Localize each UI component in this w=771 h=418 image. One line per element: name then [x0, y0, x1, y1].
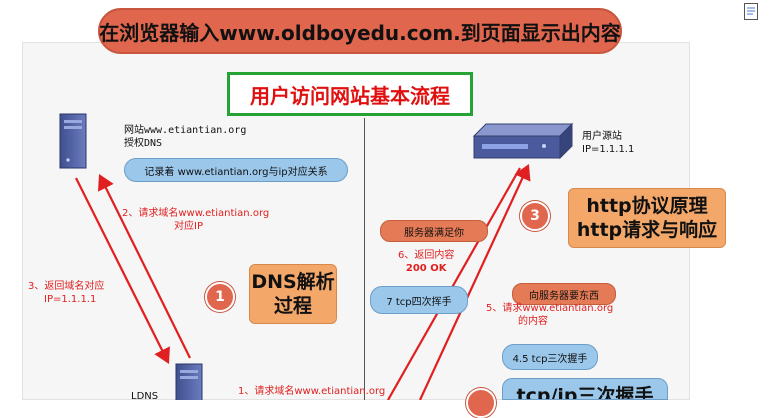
origin-label-line2: IP=1.1.1.1 [582, 144, 635, 155]
flow-arrows [75, 164, 531, 400]
step3-line1: 3、返回域名对应 [28, 281, 105, 292]
center-divider [364, 118, 365, 400]
dns-box-line2: 过程 [273, 295, 312, 317]
step6-line2: 200 OK [405, 263, 447, 274]
arrow-step6 [387, 167, 521, 400]
diagram-stage: 在浏览器输入www.oldboyedu.com.到页面显示出内容 用户访问网站基… [22, 3, 758, 418]
origin-label-line1: 用户源站 [582, 131, 622, 142]
step2-line2: 对应IP [174, 221, 203, 232]
http-box-line1: http协议原理 [586, 195, 708, 217]
step5-line2: 的内容 [518, 316, 548, 327]
dns-server-label-line2: 授权DNS [124, 138, 163, 149]
arrow-step3 [75, 177, 170, 364]
network-server-icon [472, 118, 580, 166]
step1-label: 1、请求域名www.etiantian.org [238, 386, 386, 397]
server-tower-icon [56, 112, 92, 170]
arrow-step5 [419, 164, 531, 400]
dns-server-label: 网站www.etiantian.org 授权DNS [124, 124, 246, 150]
server-satisfy-pill: 服务器满足你 [380, 220, 488, 242]
step6-label: 6、返回内容 200 OK [398, 249, 454, 275]
dns-box-line1: DNS解析 [251, 271, 335, 293]
tcp-four-way-pill: 7 tcp四次挥手 [370, 286, 468, 314]
step2-line1: 2、请求域名www.etiantian.org [122, 208, 270, 219]
record-pill: 记录着 www.etiantian.org与ip对应关系 [124, 158, 348, 182]
step5-label: 5、请求www.etiantian.org 的内容 [486, 302, 613, 328]
tcp-three-way-pill: 4.5 tcp三次握手 [502, 344, 598, 370]
dns-server-label-line1: 网站www.etiantian.org [124, 125, 247, 136]
dns-process-box: DNS解析 过程 [249, 264, 337, 324]
step6-line1: 6、返回内容 [398, 250, 455, 261]
arrow-step2 [97, 174, 191, 359]
step5-line1: 5、请求www.etiantian.org [486, 303, 614, 314]
ldns-label: LDNS [131, 391, 159, 402]
http-box-line2: http请求与响应 [576, 219, 718, 241]
step3-line2: IP=1.1.1.1 [44, 294, 97, 305]
tcp-handshake-box: tcp/ip三次握手 [502, 378, 668, 400]
request-server-pill: 向服务器要东西 [512, 283, 616, 305]
ldns-server-icon [172, 362, 208, 400]
diagram-subtitle: 用户访问网站基本流程 [227, 72, 473, 116]
title-banner: 在浏览器输入www.oldboyedu.com.到页面显示出内容 [98, 8, 622, 54]
step-circle-1: 1 [205, 282, 235, 312]
http-process-box: http协议原理 http请求与响应 [568, 188, 726, 248]
document-icon [744, 3, 758, 20]
step-circle-2-partial [466, 388, 496, 418]
step3-label: 3、返回域名对应 IP=1.1.1.1 [28, 280, 104, 306]
origin-server-label: 用户源站 IP=1.1.1.1 [582, 130, 634, 156]
step-circle-3: 3 [520, 201, 550, 231]
step2-label: 2、请求域名www.etiantian.org 对应IP [122, 207, 269, 233]
